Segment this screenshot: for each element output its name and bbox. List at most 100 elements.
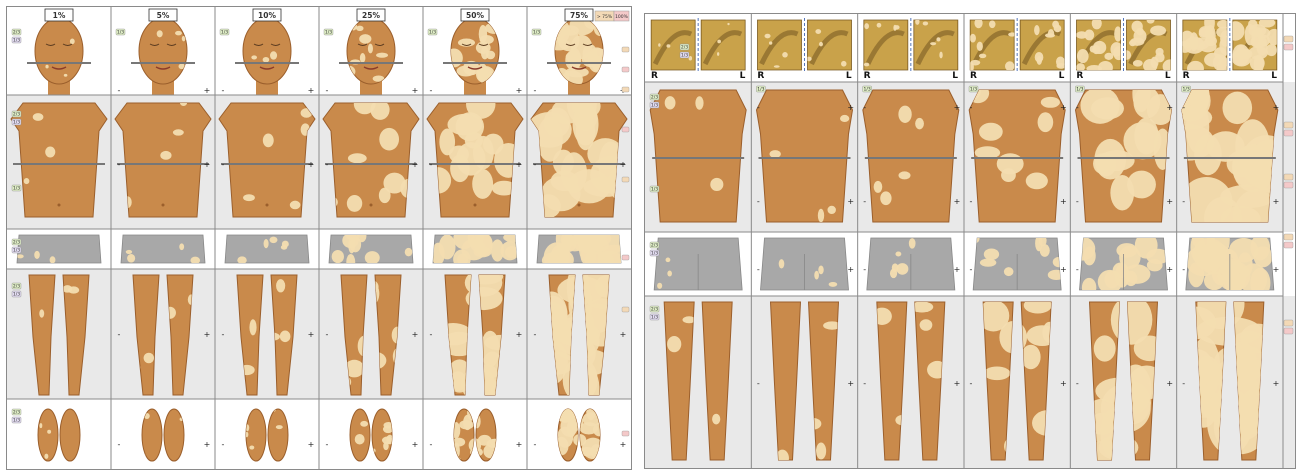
vitiligo-patch <box>355 434 365 444</box>
back-torso <box>650 90 746 222</box>
vitiligo-patch <box>880 191 891 205</box>
side-tag <box>622 307 629 312</box>
vitiligo-patch <box>251 55 257 59</box>
minus-sign: - <box>970 103 973 112</box>
vitiligo-patch <box>127 254 135 263</box>
vitiligo-patch <box>658 43 660 47</box>
plus-sign: + <box>620 160 627 169</box>
vitiligo-patch <box>144 353 155 364</box>
vitiligo-patch <box>68 286 79 293</box>
plus-sign: + <box>412 330 419 339</box>
vitiligo-patch <box>1133 86 1160 118</box>
minus-sign: - <box>326 86 329 95</box>
side-tag <box>622 47 629 52</box>
vitiligo-patch <box>864 63 870 67</box>
vitiligo-patch <box>1091 97 1124 119</box>
vitiligo-patch <box>405 248 413 256</box>
plus-sign: + <box>1060 103 1067 112</box>
minus-sign: - <box>222 440 225 449</box>
vitiligo-patch <box>1237 252 1252 277</box>
plus-sign: + <box>516 86 523 95</box>
trunk <box>11 103 107 217</box>
vitiligo-patch <box>970 34 976 43</box>
percent-label: 5% <box>157 11 170 20</box>
vitiligo-patch <box>657 283 662 289</box>
vitiligo-patch <box>157 30 163 37</box>
plus-sign: + <box>412 160 419 169</box>
vitiligo-patch <box>376 53 388 58</box>
left-label: L <box>952 71 958 81</box>
vitiligo-patch <box>280 331 291 343</box>
vitiligo-patch <box>779 259 785 268</box>
vitiligo-patch <box>1083 246 1095 265</box>
vitiligo-patch <box>350 236 361 252</box>
vitiligo-patch <box>478 435 492 446</box>
tag-green-text: 2/3 <box>651 307 658 313</box>
plus-sign: + <box>1273 103 1280 112</box>
vitiligo-patch <box>70 38 75 44</box>
plus-sign: + <box>954 265 961 274</box>
vitiligo-patch <box>774 65 780 68</box>
vitiligo-patch <box>1099 150 1135 171</box>
front-view-diagram: 1%2/31/32/31/31/32/31/32/31/32/31/35%1/3… <box>7 7 631 469</box>
plus-sign: + <box>1166 197 1173 206</box>
minus-sign: - <box>970 379 973 388</box>
vitiligo-patch <box>281 245 287 250</box>
vitiligo-patch <box>264 239 269 248</box>
vitiligo-patch <box>461 239 486 261</box>
tag-green-text: 2/3 <box>13 284 20 290</box>
minus-sign: - <box>970 265 973 274</box>
vitiligo-patch <box>173 129 184 135</box>
plus-sign: + <box>847 197 854 206</box>
side-tag <box>1284 242 1293 248</box>
plus-sign: + <box>516 330 523 339</box>
vitiligo-patch <box>930 42 936 45</box>
vitiligo-patch <box>64 74 68 77</box>
plus-sign: + <box>847 103 854 112</box>
plus-sign: + <box>954 197 961 206</box>
tag-green-text: 1/3 <box>864 87 871 93</box>
full-100-label: 100% <box>615 14 629 20</box>
plus-sign: + <box>620 440 627 449</box>
vitiligo-patch <box>237 256 246 264</box>
tag-green-text: 1/3 <box>533 30 540 36</box>
minus-sign: - <box>757 197 760 206</box>
vitiligo-patch <box>769 41 772 44</box>
side-tag <box>1284 122 1293 128</box>
left-label: L <box>1059 71 1065 81</box>
vitiligo-patch <box>1204 272 1224 291</box>
vitiligo-patch <box>1038 112 1054 132</box>
vitiligo-patch <box>1113 263 1129 279</box>
side-tag <box>622 255 629 260</box>
vitiligo-patch <box>34 251 40 259</box>
vitiligo-patch <box>920 319 933 331</box>
vitiligo-patch <box>717 40 721 44</box>
side-tag <box>1284 130 1293 136</box>
side-tag <box>1284 234 1293 240</box>
plus-sign: + <box>954 379 961 388</box>
percent-label: 10% <box>258 11 276 20</box>
tag-purple-text: 1/3 <box>13 248 20 254</box>
vitiligo-patch <box>818 265 823 274</box>
minus-sign: - <box>863 197 866 206</box>
percent-label: 25% <box>362 11 380 20</box>
minus-sign: - <box>430 330 433 339</box>
vitiligo-patch <box>1189 32 1198 51</box>
tag-purple-text: 1/3 <box>13 418 20 424</box>
vitiligo-patch <box>1026 173 1048 190</box>
plus-sign: + <box>954 103 961 112</box>
vitiligo-patch <box>717 52 719 56</box>
left-foot <box>246 409 266 461</box>
vitiligo-patch <box>39 309 44 317</box>
minus-sign: - <box>118 160 121 169</box>
right-label: R <box>1076 71 1083 81</box>
vitiligo-patch <box>877 23 882 28</box>
tag-green-text: 2/3 <box>681 45 688 51</box>
side-tag <box>1284 36 1293 42</box>
navel <box>578 204 581 207</box>
plus-sign: + <box>1166 265 1173 274</box>
vitiligo-patch <box>841 61 846 67</box>
minus-sign: - <box>326 160 329 169</box>
vitiligo-patch <box>269 237 277 243</box>
right-label: R <box>757 71 764 81</box>
